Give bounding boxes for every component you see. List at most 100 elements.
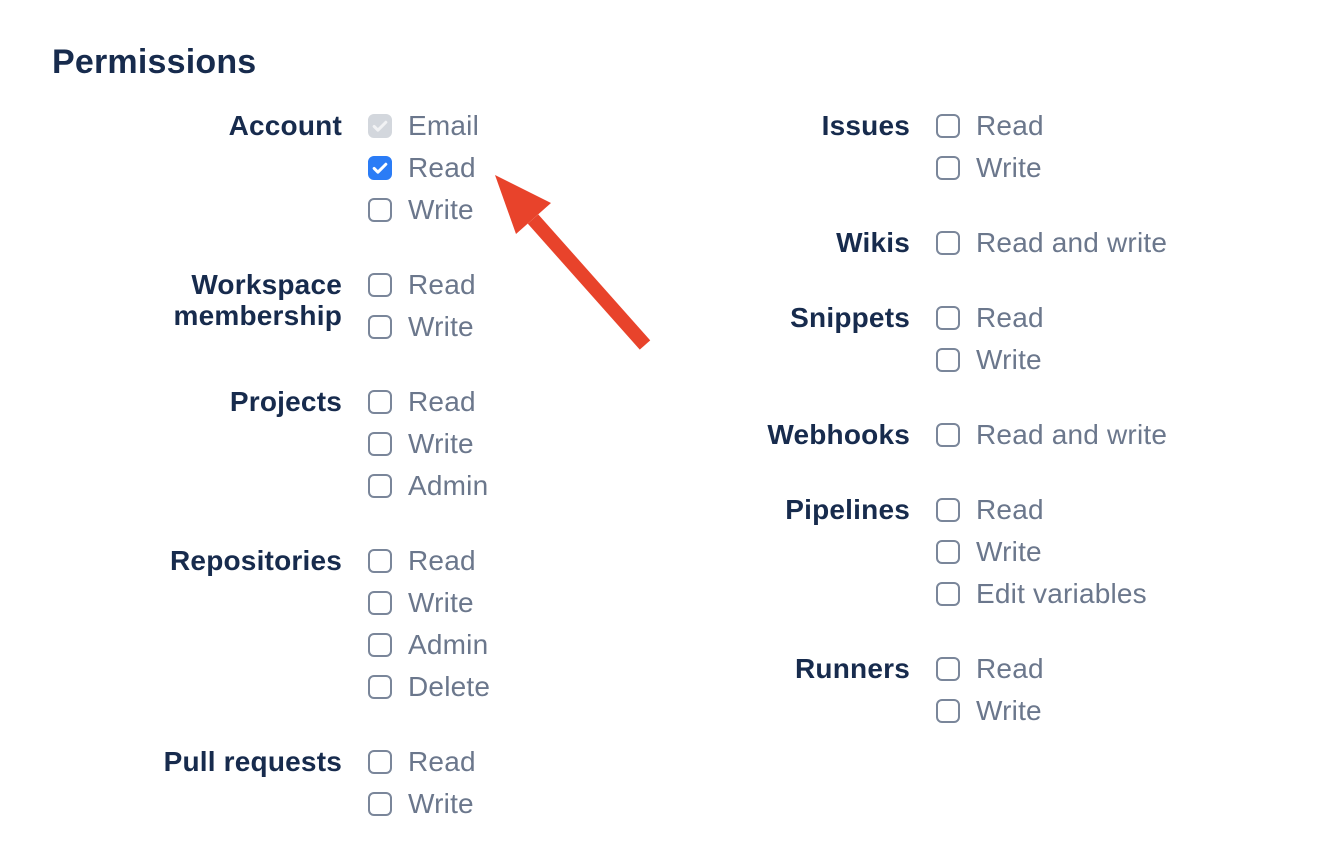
checkbox-snippets-read[interactable]	[936, 306, 960, 330]
permission-group: Webhooks Read and write	[710, 414, 1322, 456]
checkbox-label: Write	[976, 152, 1042, 183]
checkbox-row[interactable]: Read	[368, 381, 488, 423]
checkbox-list: Read Write	[368, 264, 476, 348]
checkbox-row[interactable]: Read	[936, 105, 1044, 147]
checkbox-row[interactable]: Read	[368, 264, 476, 306]
checkbox-runners-read[interactable]	[936, 657, 960, 681]
group-label-repositories: Repositories	[170, 545, 342, 576]
permission-group: Repositories Read Write Admin	[52, 540, 710, 708]
checkbox-row[interactable]: Write	[368, 582, 490, 624]
checkbox-list: Read Write	[368, 741, 476, 825]
checkbox-list: Read Write Edit variables	[936, 489, 1147, 615]
checkbox-row[interactable]: Write	[368, 783, 476, 825]
checkbox-row: Email	[368, 105, 479, 147]
checkbox-row[interactable]: Admin	[368, 624, 490, 666]
permission-group: Pipelines Read Write Edit variables	[710, 489, 1322, 615]
permission-group: Snippets Read Write	[710, 297, 1322, 381]
checkbox-label: Write	[976, 344, 1042, 375]
checkbox-label: Read and write	[976, 419, 1168, 450]
group-label-webhooks: Webhooks	[767, 419, 910, 450]
checkbox-list: Read and write	[936, 414, 1167, 456]
checkbox-label: Write	[408, 428, 474, 459]
checkbox-row[interactable]: Write	[368, 423, 488, 465]
checkbox-projects-write[interactable]	[368, 432, 392, 456]
checkbox-pipelines-read[interactable]	[936, 498, 960, 522]
permission-group: Workspace membership Read Write	[52, 264, 710, 348]
checkbox-label: Write	[408, 311, 474, 342]
checkbox-issues-write[interactable]	[936, 156, 960, 180]
checkbox-row[interactable]: Read	[368, 147, 479, 189]
checkbox-runners-write[interactable]	[936, 699, 960, 723]
checkbox-label: Read	[976, 494, 1044, 525]
checkbox-label: Read	[408, 545, 476, 576]
permissions-column-right: Issues Read Write Wikis Read and write	[710, 105, 1322, 765]
permissions-columns: Account Email Read Write Workspace membe…	[52, 105, 1322, 858]
page-title: Permissions	[52, 43, 257, 81]
checkbox-row[interactable]: Admin	[368, 465, 488, 507]
checkbox-label: Email	[408, 110, 480, 141]
checkbox-pull-requests-write[interactable]	[368, 792, 392, 816]
checkbox-row[interactable]: Write	[368, 189, 479, 231]
checkbox-label: Read	[408, 746, 476, 777]
group-label-pipelines: Pipelines	[785, 494, 910, 525]
checkbox-list: Email Read Write	[368, 105, 479, 231]
checkbox-pipelines-edit-variables[interactable]	[936, 582, 960, 606]
checkbox-pipelines-write[interactable]	[936, 540, 960, 564]
checkbox-row[interactable]: Delete	[368, 666, 490, 708]
checkbox-label: Write	[408, 194, 474, 225]
checkbox-row[interactable]: Write	[936, 690, 1044, 732]
checkbox-row[interactable]: Read and write	[936, 222, 1167, 264]
checkbox-label: Read	[976, 302, 1044, 333]
checkbox-row[interactable]: Read	[368, 741, 476, 783]
checkmark-icon	[372, 120, 388, 132]
checkbox-label: Admin	[408, 470, 489, 501]
checkbox-row[interactable]: Write	[936, 147, 1044, 189]
checkbox-issues-read[interactable]	[936, 114, 960, 138]
checkbox-list: Read Write Admin Delete	[368, 540, 490, 708]
group-label-issues: Issues	[821, 110, 910, 141]
checkbox-account-email	[368, 114, 392, 138]
checkbox-list: Read and write	[936, 222, 1167, 264]
checkbox-snippets-write[interactable]	[936, 348, 960, 372]
checkbox-row[interactable]: Write	[936, 531, 1147, 573]
checkbox-label: Write	[976, 695, 1042, 726]
checkbox-pull-requests-read[interactable]	[368, 750, 392, 774]
checkbox-account-write[interactable]	[368, 198, 392, 222]
checkbox-label: Read	[976, 110, 1044, 141]
checkbox-repositories-read[interactable]	[368, 549, 392, 573]
checkbox-projects-admin[interactable]	[368, 474, 392, 498]
checkbox-repositories-write[interactable]	[368, 591, 392, 615]
checkbox-label: Admin	[408, 629, 489, 660]
checkbox-row[interactable]: Write	[368, 306, 476, 348]
group-label-workspace-membership: Workspace membership	[173, 269, 342, 331]
permission-group: Account Email Read Write	[52, 105, 710, 231]
checkbox-row[interactable]: Read	[936, 489, 1147, 531]
checkbox-projects-read[interactable]	[368, 390, 392, 414]
checkbox-row[interactable]: Read	[936, 297, 1044, 339]
checkbox-workspace-membership-read[interactable]	[368, 273, 392, 297]
checkbox-workspace-membership-write[interactable]	[368, 315, 392, 339]
checkbox-label: Write	[408, 788, 474, 819]
checkbox-repositories-delete[interactable]	[368, 675, 392, 699]
checkbox-wikis-read-and-write[interactable]	[936, 231, 960, 255]
checkbox-row[interactable]: Write	[936, 339, 1044, 381]
checkbox-row[interactable]: Read	[368, 540, 490, 582]
checkbox-label: Read and write	[976, 227, 1168, 258]
group-label-snippets: Snippets	[790, 302, 910, 333]
checkbox-label: Delete	[408, 671, 491, 702]
checkbox-row[interactable]: Edit variables	[936, 573, 1147, 615]
checkbox-account-read[interactable]	[368, 156, 392, 180]
permission-group: Projects Read Write Admin	[52, 381, 710, 507]
checkbox-label: Read	[408, 152, 476, 183]
checkbox-row[interactable]: Read and write	[936, 414, 1167, 456]
checkbox-repositories-admin[interactable]	[368, 633, 392, 657]
permissions-column-left: Account Email Read Write Workspace membe…	[52, 105, 710, 858]
permission-group: Wikis Read and write	[710, 222, 1322, 264]
checkbox-webhooks-read-and-write[interactable]	[936, 423, 960, 447]
checkbox-label: Read	[976, 653, 1044, 684]
checkbox-label: Write	[408, 587, 474, 618]
group-label-wikis: Wikis	[836, 227, 910, 258]
checkbox-row[interactable]: Read	[936, 648, 1044, 690]
checkbox-label: Write	[976, 536, 1042, 567]
